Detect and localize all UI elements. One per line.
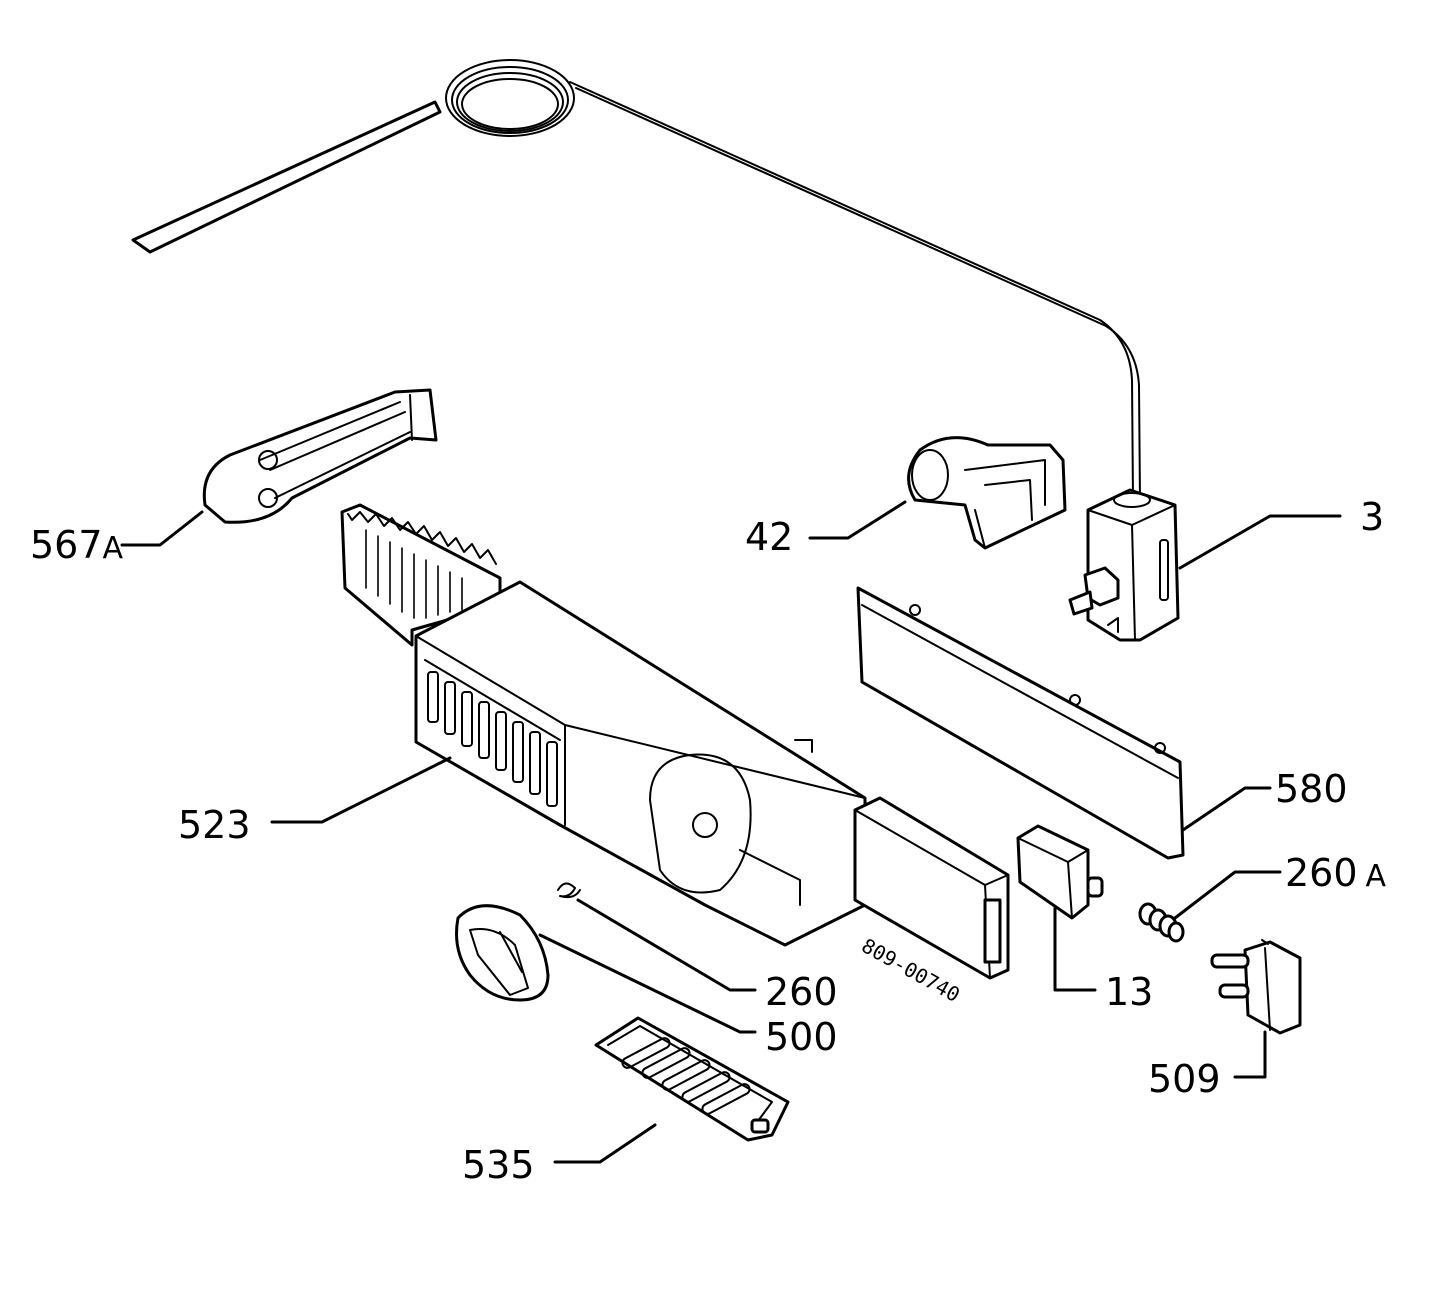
label-500: 500 [765,1015,838,1059]
part-13-switch [1016,824,1104,920]
part-509-connector [1210,939,1302,1035]
leader-580 [1181,786,1272,832]
part-260a-spring [1138,902,1185,943]
leader-42 [808,500,907,540]
label-260: 260 [765,970,838,1014]
leader-523 [270,756,452,824]
part-567a-lever [202,388,438,524]
label-13: 13 [1105,970,1153,1014]
part-42-lamp-holder [907,436,1067,550]
label-535: 535 [462,1143,535,1187]
label-523: 523 [178,803,251,847]
label-509: 509 [1148,1057,1221,1101]
leader-500 [538,933,757,1034]
part-500-knob [455,904,550,1002]
leader-509 [1233,1030,1267,1079]
label-3: 3 [1360,495,1384,539]
capillary-tube-sensor [131,59,1141,501]
label-567a: 567A [30,523,124,567]
leader-567a [120,510,204,547]
label-42: 42 [745,515,793,559]
part-535-grille [594,1016,790,1142]
part-260-clip [557,882,581,899]
leader-535 [553,1123,657,1164]
leader-260 [576,898,757,992]
leader-3 [1178,514,1342,570]
label-580: 580 [1275,767,1348,811]
leader-13 [1053,906,1097,992]
part-cover-box [853,796,1010,980]
part-523-housing [340,503,867,947]
part-3-thermostat [1068,488,1180,642]
leader-260a [1173,870,1282,920]
part-580-panel [856,586,1185,860]
